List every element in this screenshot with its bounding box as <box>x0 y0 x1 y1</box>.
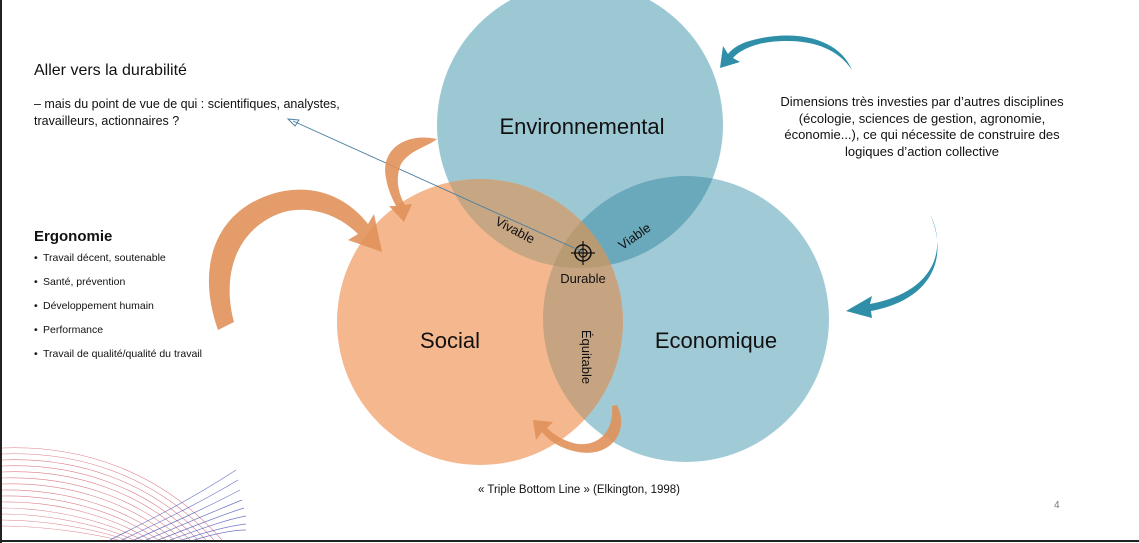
orange-curved-arrow-small <box>385 137 437 222</box>
social-label: Social <box>420 328 480 353</box>
blue-curved-arrow-bottom <box>846 214 938 318</box>
vivable-zone <box>437 179 623 268</box>
ergonomie-list: Travail décent, soutenable Santé, préven… <box>34 251 202 371</box>
slide-left-border <box>0 0 2 543</box>
page-number: 4 <box>1054 500 1060 511</box>
durable-label: Durable <box>560 271 606 286</box>
diagram-caption: « Triple Bottom Line » (Elkington, 1998) <box>478 484 681 496</box>
target-icon <box>571 241 595 265</box>
environmental-label: Environnemental <box>499 114 664 139</box>
dimensions-note: Dimensions très investies par d’autres d… <box>780 94 1064 159</box>
perspective-question: – mais du point de vue de qui : scientif… <box>34 97 340 128</box>
list-item: Travail décent, soutenable <box>34 251 202 275</box>
equitable-label: Équitable <box>579 330 594 384</box>
economic-label: Economique <box>655 328 777 353</box>
orange-curved-arrow-large <box>208 189 382 330</box>
blue-curved-arrow-top <box>720 35 852 70</box>
ergonomie-title: Ergonomie <box>34 228 113 245</box>
list-item: Développement humain <box>34 299 202 323</box>
slide-bottom-border <box>0 540 1139 542</box>
list-item: Performance <box>34 323 202 347</box>
list-item: Travail de qualité/qualité du travail <box>34 347 202 371</box>
orange-curved-arrow-bottom <box>533 405 622 453</box>
pointer-arrow <box>286 118 584 253</box>
viable-zone <box>543 176 723 268</box>
decorative-swirl-graphic <box>1 447 247 541</box>
slide-heading: Aller vers la durabilité <box>34 62 187 79</box>
list-item: Santé, prévention <box>34 275 202 299</box>
